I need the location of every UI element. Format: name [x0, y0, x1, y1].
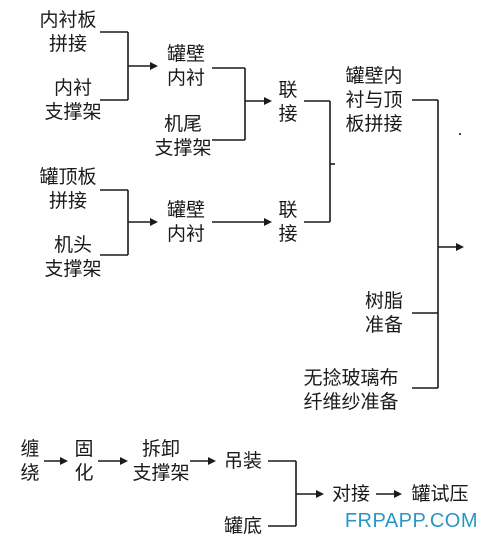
step-label-line: 罐壁: [166, 43, 205, 65]
step-tank-bottom: 罐底: [223, 515, 262, 537]
step-label-line: 内衬: [166, 223, 205, 245]
step-pressure-test: 罐试压: [411, 483, 469, 505]
arrowhead: [394, 490, 402, 498]
arrowhead: [208, 457, 216, 465]
step-butt-joint: 对接: [331, 483, 370, 505]
step-label-line: 准备: [364, 314, 403, 336]
watermark: FRPAPP.COM: [344, 510, 478, 532]
arrowhead: [264, 218, 272, 226]
step-liner-panel: 内衬板 拼接: [30, 8, 106, 56]
arrowhead: [120, 457, 128, 465]
step-label-line: 支撑架: [132, 462, 190, 484]
step-winding: 缠 绕: [16, 437, 44, 485]
step-label-line: 固: [74, 438, 94, 460]
arrowhead: [316, 490, 324, 498]
step-label-line: 机尾: [163, 113, 202, 135]
arrowhead: [456, 243, 464, 251]
step-label-line: 无捻玻璃布: [303, 367, 399, 389]
step-wall-liner-1: 罐壁 内衬: [156, 42, 216, 90]
step-head-frame: 机头 支撑架: [40, 233, 106, 281]
step-curing: 固 化: [70, 437, 98, 485]
step-fiber-prep: 无捻玻璃布 纤维纱准备: [290, 366, 412, 414]
step-combined-join: 罐壁内 衬与顶 板拼接: [336, 64, 412, 136]
arrowhead: [150, 218, 158, 226]
step-top-panel: 罐顶板 拼接: [30, 165, 106, 213]
step-label-line: 支撑架: [154, 137, 212, 159]
step-label-line: 支撑架: [44, 258, 102, 280]
step-liner-frame: 内衬 支撑架: [40, 76, 106, 124]
step-label-line: 树脂: [364, 290, 403, 312]
step-join-1: 联 接: [273, 78, 303, 126]
step-hoisting: 吊装: [223, 450, 262, 472]
step-label-line: 罐壁: [166, 199, 205, 221]
step-label-line: 纤维纱准备: [303, 391, 399, 413]
step-wall-liner-2: 罐壁 内衬: [156, 198, 216, 246]
step-label-line: 拼接: [48, 190, 87, 212]
step-tail-frame: 机尾 支撑架: [150, 112, 216, 160]
step-label-line: 机头: [53, 234, 92, 256]
arrowhead: [264, 97, 272, 105]
step-label-line: 罐顶板: [39, 166, 97, 188]
step-label-line: 联: [278, 199, 298, 221]
step-label-line: 内衬: [53, 77, 92, 99]
step-label-line: 缠: [20, 438, 40, 460]
step-label-line: 支撑架: [44, 101, 102, 123]
step-label-line: 拼接: [48, 33, 87, 55]
step-label-line: 化: [74, 462, 94, 484]
step-resin-prep: 树脂 准备: [356, 289, 412, 337]
step-join-2: 联 接: [273, 198, 303, 246]
step-label-line: 内衬: [166, 67, 205, 89]
arrowhead: [60, 457, 68, 465]
step-remove-frame: 拆卸 支撑架: [128, 437, 194, 485]
step-label-line: 联: [278, 79, 298, 101]
step-label-line: 绕: [20, 462, 40, 484]
step-label-line: 拆卸: [141, 438, 180, 460]
step-label-line: 接: [278, 103, 298, 125]
step-label-line: 接: [278, 223, 298, 245]
step-label-line: 内衬板: [39, 9, 97, 31]
step-label-line: 衬与顶: [345, 89, 403, 111]
step-label-line: 板拼接: [345, 113, 403, 135]
step-label-line: 罐壁内: [345, 65, 403, 87]
arrowhead: [150, 62, 158, 70]
